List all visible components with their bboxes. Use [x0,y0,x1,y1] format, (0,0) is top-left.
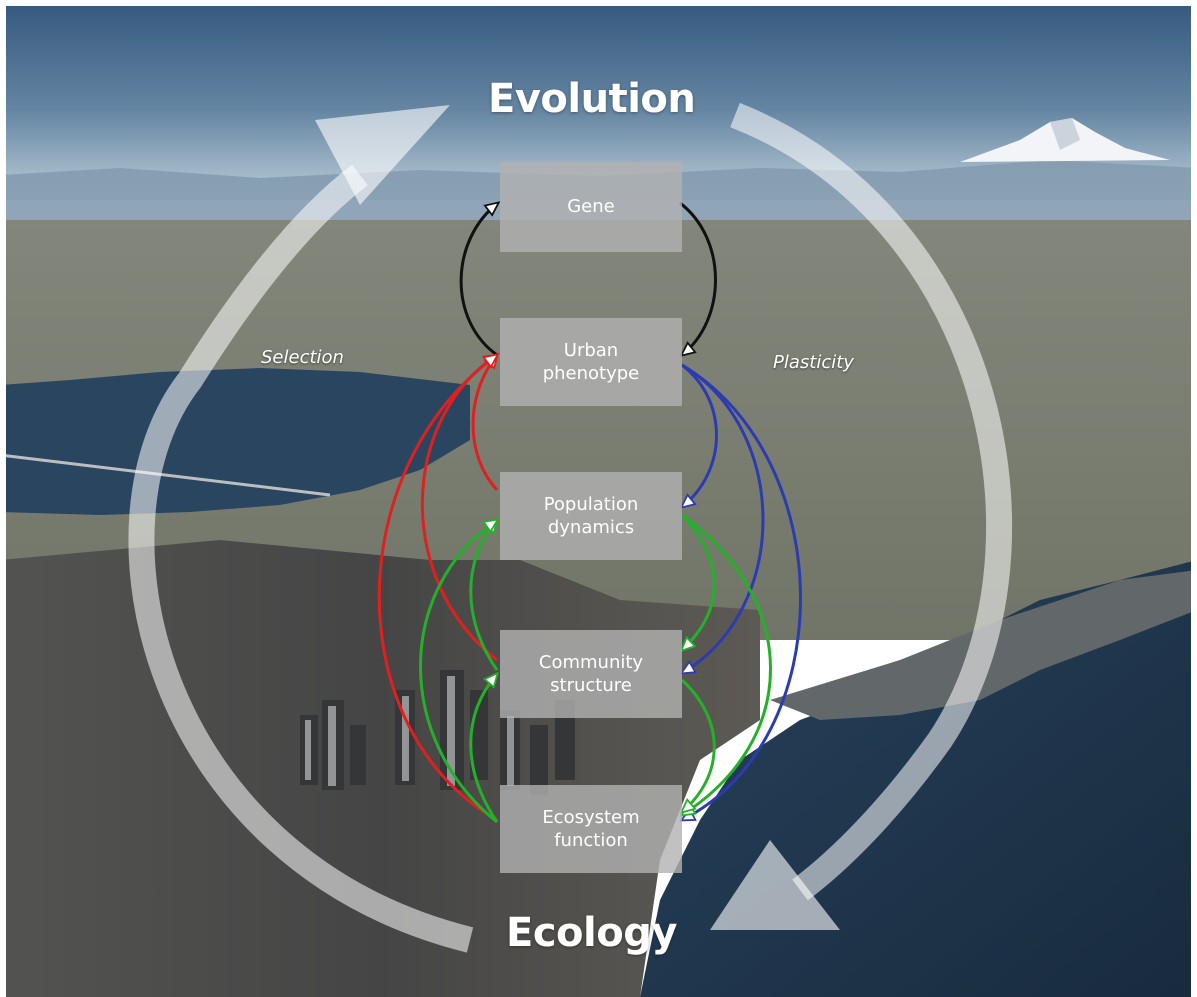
selection-cycle-arc [128,164,474,953]
phenotype-to-community-arrow [682,363,765,673]
selection-arrowhead [315,105,450,205]
population-dynamics-box: Population dynamics [500,472,682,560]
frame-left [0,0,6,997]
population-to-phenotype-arrow [471,355,497,492]
frame-right [1191,0,1197,997]
bridge [0,453,331,497]
plasticity-arrowhead [710,840,840,930]
gene-box: Gene [500,162,682,252]
ecology-title: Ecology [506,910,677,956]
ecosystem-to-community-arrow [469,674,497,823]
ecosystem-to-phenotype-arrow [377,355,497,822]
skyline [300,670,575,795]
ecosystem-function-label-line2: function [554,830,628,851]
evolution-title: Evolution [488,76,696,122]
community-to-population-arrow [469,520,497,671]
phenotype-to-ecosystem-arrow [682,363,802,820]
ecosystem-function-label-line1: Ecosystem [542,806,640,828]
ecosystem-to-population-arrow [419,520,498,824]
population-to-community-arrow [682,513,716,650]
skyline-highlights [305,676,514,786]
ecosystem-function-box: Ecosystem function [500,785,682,873]
gene-loop-arrows [459,201,717,357]
gene-to-phenotype-arrow [679,201,717,355]
plasticity-cycle-arc [730,102,1013,901]
population-dynamics-label-line2: dynamics [547,517,635,538]
cycle-arrows [128,102,1013,953]
selection-arrows [377,355,497,822]
frame-top [0,0,1197,6]
lake [0,368,470,515]
selection-label: Selection [261,347,344,368]
gene-box-label: Gene [567,196,615,218]
ecological-arrows [419,513,772,824]
plasticity-arrows [682,363,802,820]
community-to-ecosystem-arrow [682,678,716,812]
community-structure-box: Community structure [500,630,682,718]
mountain-shade [1050,118,1080,150]
phenotype-to-gene-arrow [459,203,498,357]
population-dynamics-label-line1: Population [543,493,639,515]
urban-phenotype-label-line2: phenotype [542,363,640,384]
phenotype-to-population-arrow [682,363,718,507]
urban-phenotype-label-line1: Urban [563,339,619,361]
community-structure-label-line2: structure [550,675,632,696]
population-to-ecosystem-arrow [682,513,772,815]
plasticity-label: Plasticity [773,352,854,373]
community-structure-label-line1: Community [538,651,644,673]
urban-phenotype-box: Urban phenotype [500,318,682,406]
